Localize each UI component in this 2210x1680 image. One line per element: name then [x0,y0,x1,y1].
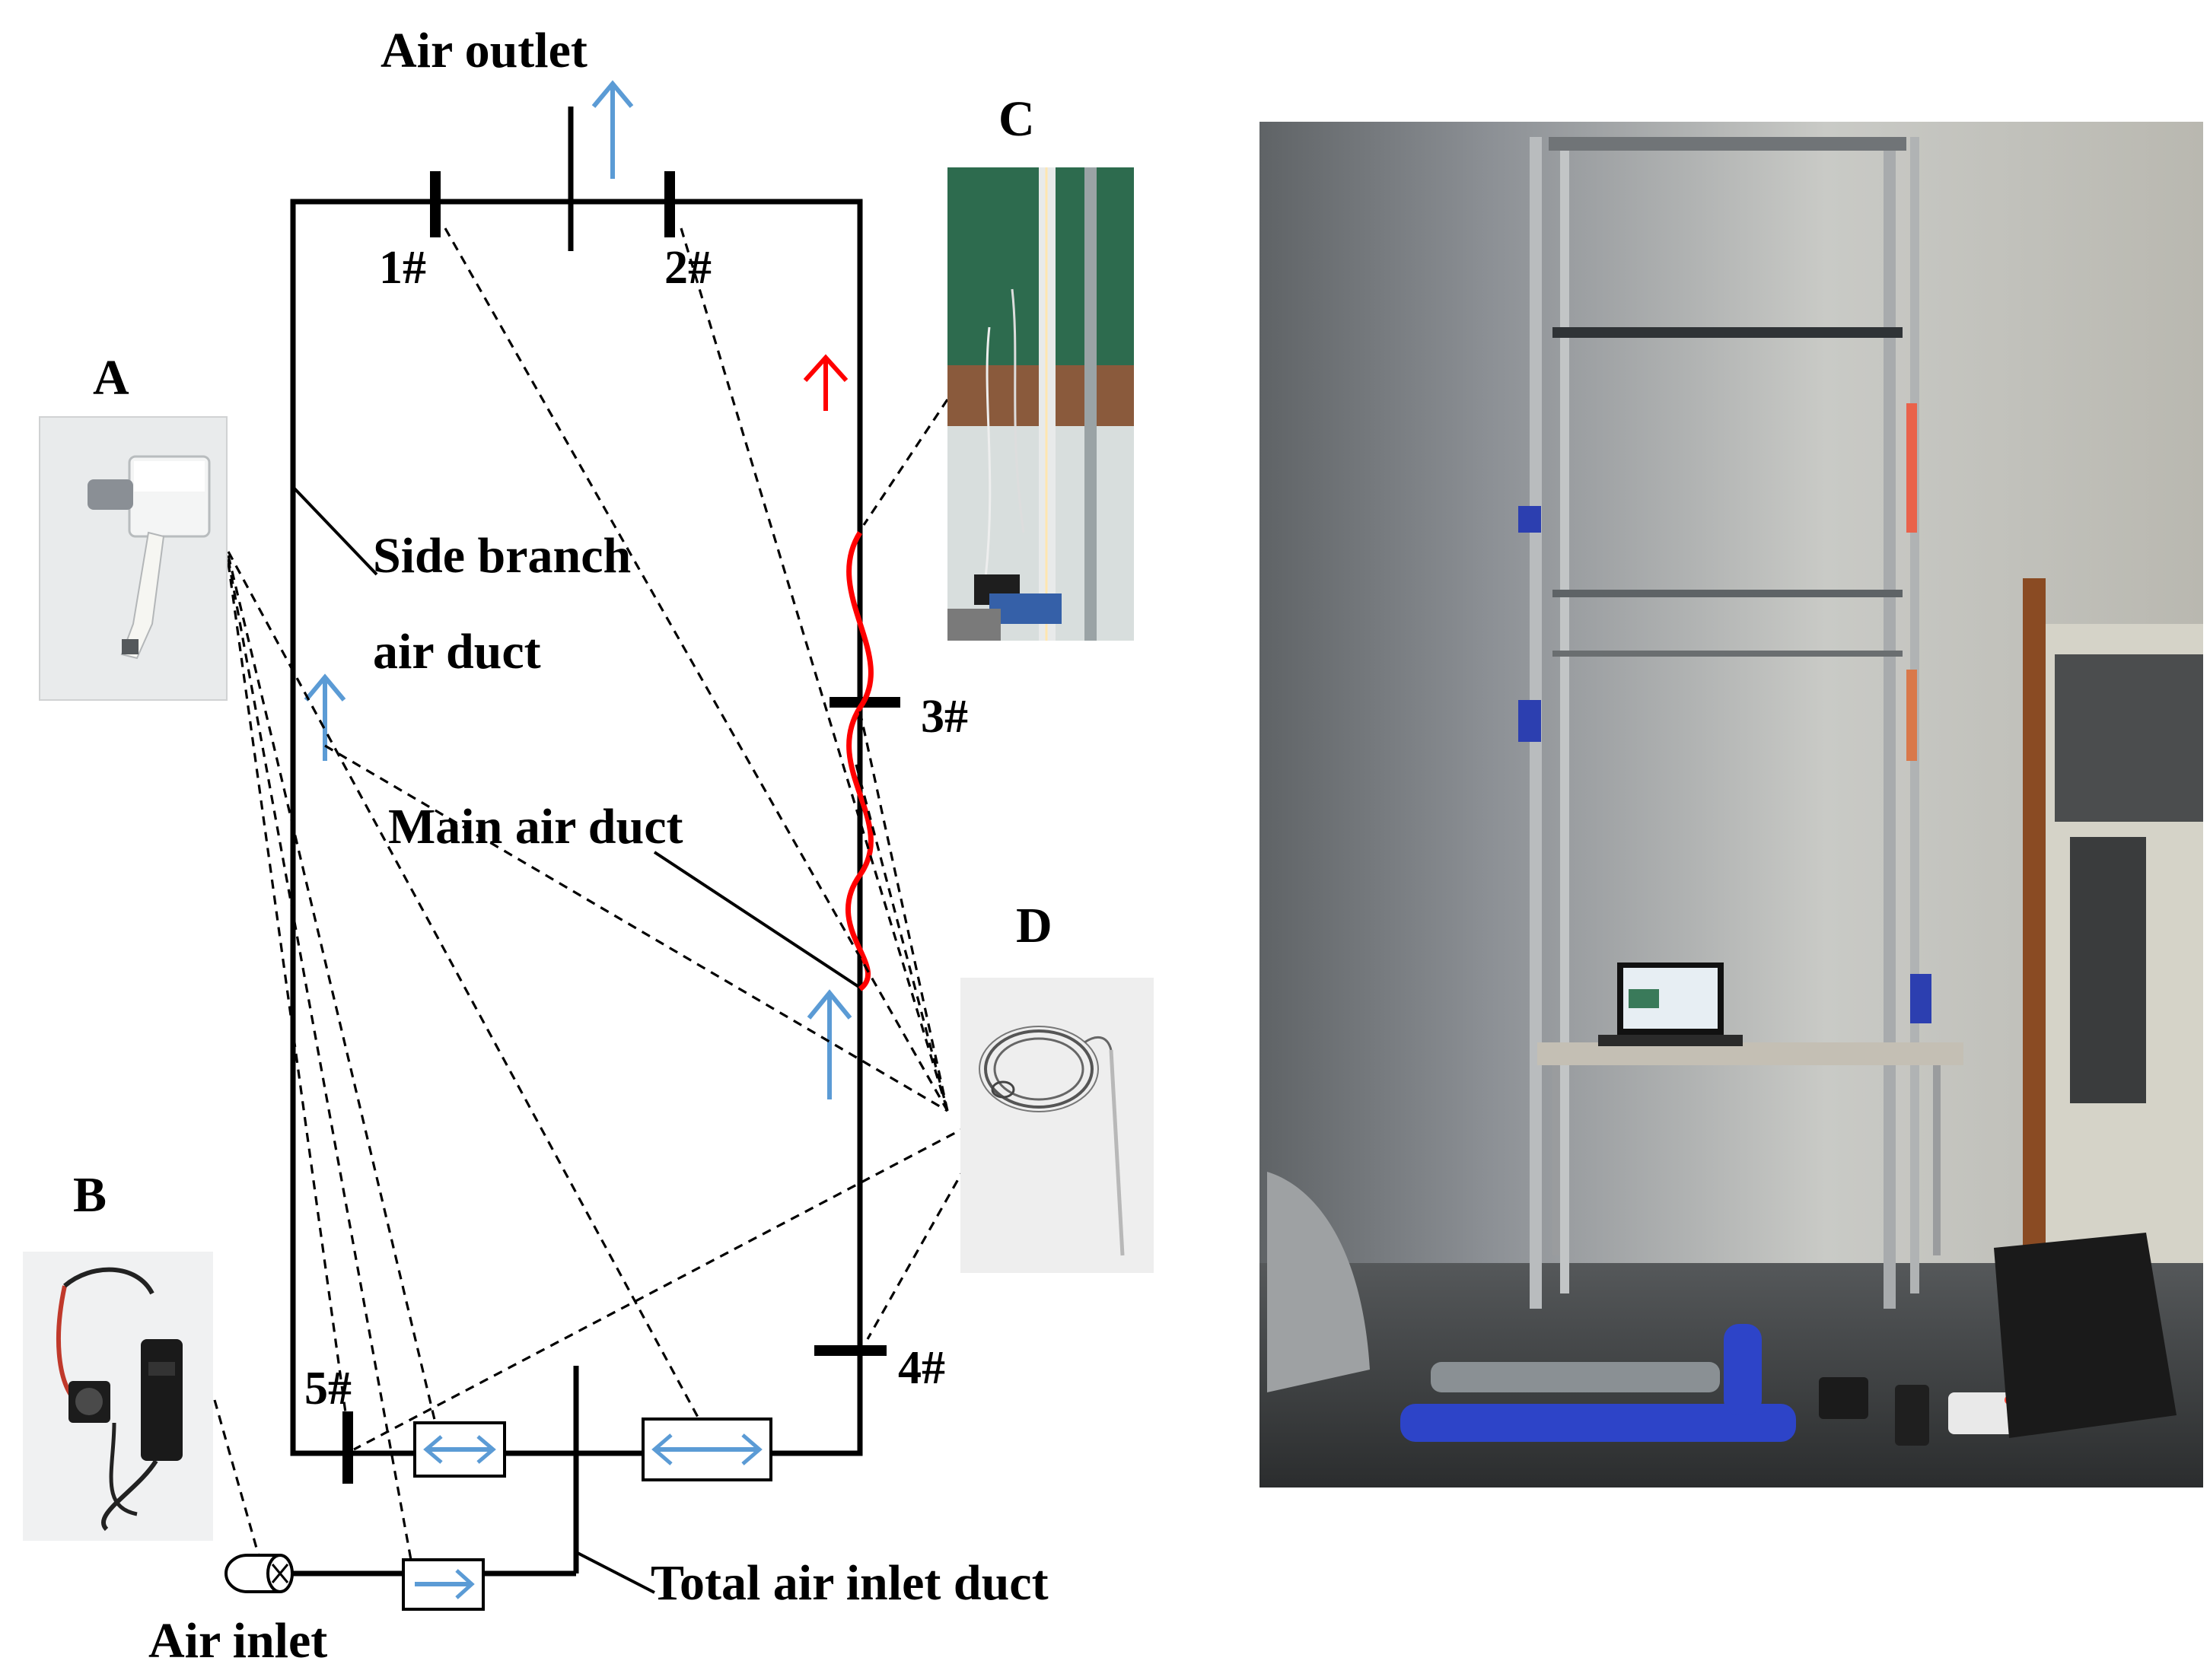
flow-meter-branch [413,1421,506,1478]
flow-meter-inlet [402,1558,485,1611]
side-branch-label-line2: air duct [373,624,541,679]
photo-experimental-rig [1259,122,2203,1488]
main-air-duct-label: Main air duct [388,799,683,854]
fan-icon [225,1554,294,1593]
total-air-inlet-duct-label: Total air inlet duct [651,1555,1049,1611]
point-5-label: 5# [304,1363,352,1414]
side-branch-label-line1: Side branch [373,528,631,584]
point-3-label: 3# [921,691,968,743]
photo-letter-b: B [73,1167,107,1223]
point-1-label: 1# [379,242,426,294]
photo-d-thermocouple [960,978,1154,1273]
heating-wire [845,531,874,991]
air-outlet-label: Air outlet [381,23,588,78]
flow-meter-main [642,1418,772,1481]
photo-c-heating-tube [947,167,1134,641]
photo-letter-c: C [998,91,1035,147]
air-inlet-label: Air inlet [148,1613,327,1669]
outlet-arrow [591,80,634,179]
photo-letter-a: A [93,350,129,406]
point-4-label: 4# [898,1342,945,1394]
side-branch-arrow [304,673,346,761]
photo-letter-d: D [1016,898,1052,953]
main-duct-arrow [807,989,852,1099]
point-2-label: 2# [664,242,712,294]
air-flow-arrows [304,80,852,1099]
photo-a-humidity-sensor [39,416,228,701]
photo-b-fan-controller [23,1252,213,1541]
text-labels: Air outlet Air inlet Side branch air duc… [73,23,1052,1669]
heat-flow-arrow [803,354,849,411]
sensor-connections [213,228,998,1561]
